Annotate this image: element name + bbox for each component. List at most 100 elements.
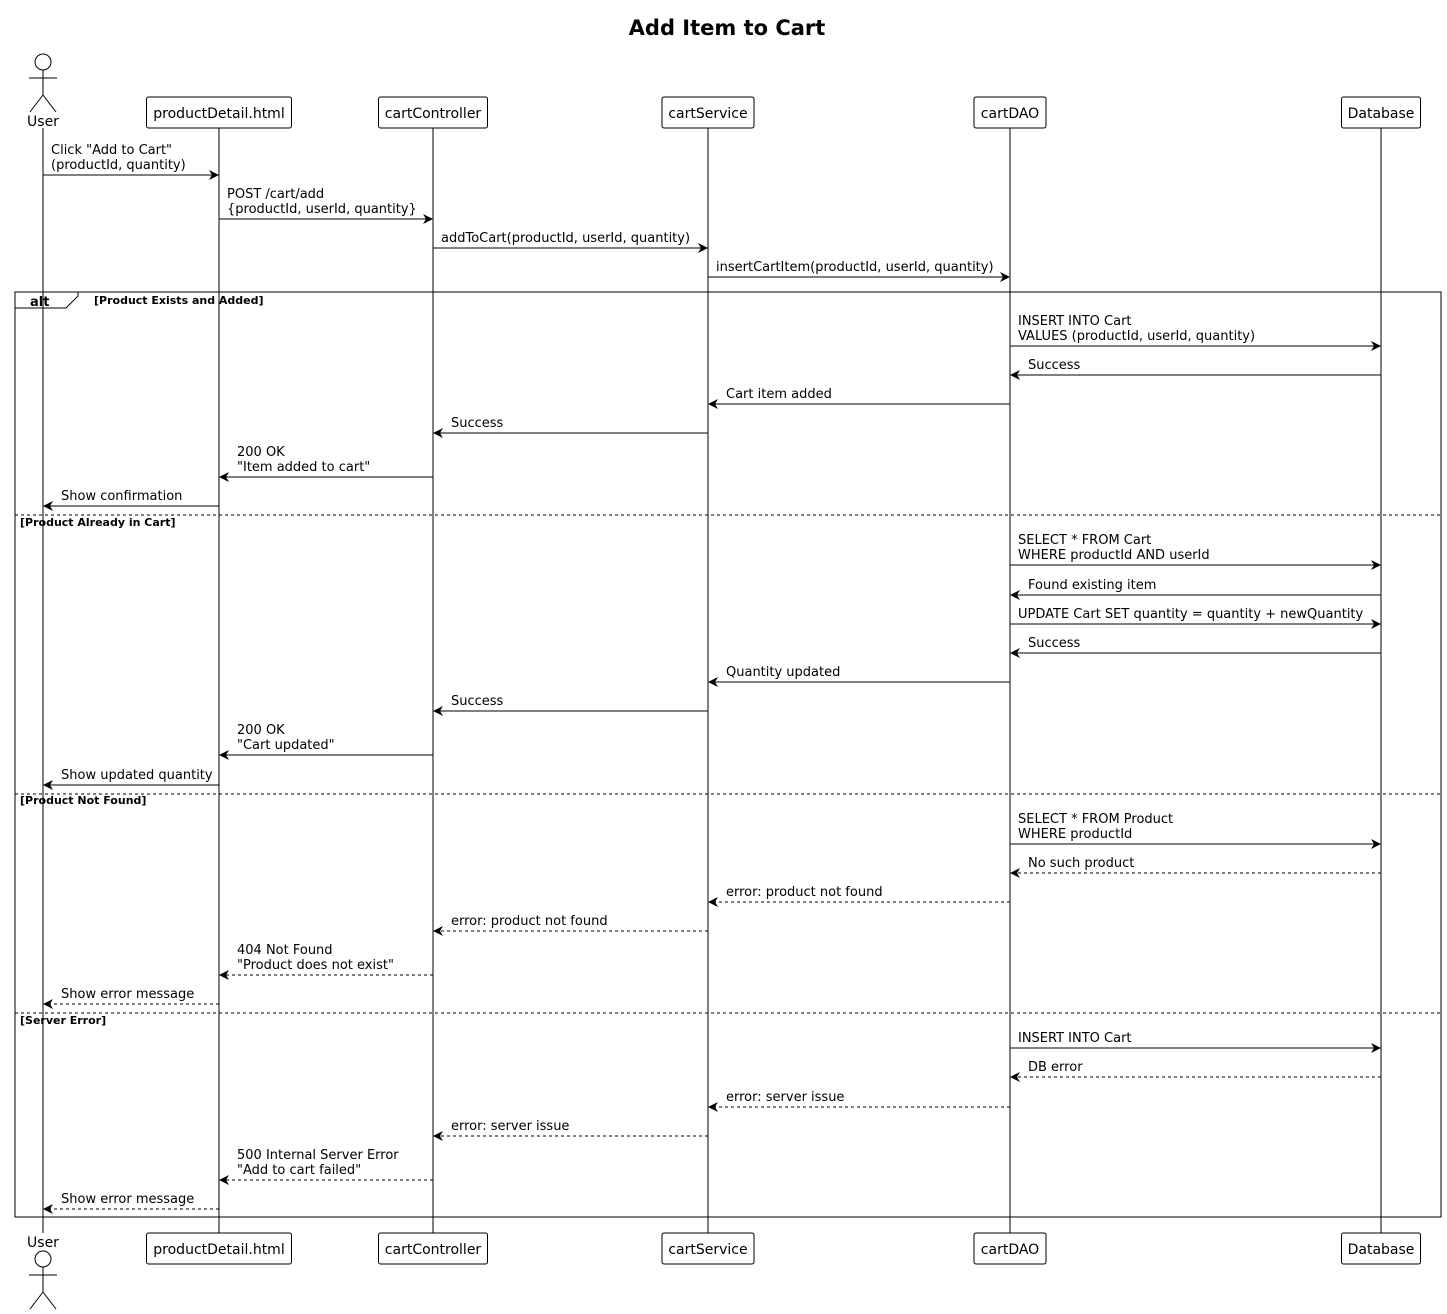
alt-guard: [Product Not Found] <box>20 794 146 807</box>
message-db-to-dao: Found existing item <box>1010 578 1381 600</box>
participant-page-top: productDetail.html <box>146 96 292 129</box>
participant-dao-bottom: cartDAO <box>973 1232 1047 1265</box>
actor-top: User <box>27 53 59 130</box>
message-label: Success <box>1028 636 1081 651</box>
participant-label: User <box>27 1235 59 1251</box>
message-label: VALUES (productId, userId, quantity) <box>1018 329 1255 344</box>
message-ctrl-to-page: 200 OK"Item added to cart" <box>219 445 433 482</box>
actor-bottom: User <box>27 1235 59 1310</box>
participant-label: cartDAO <box>981 106 1039 122</box>
participant-label: Database <box>1348 1242 1415 1258</box>
message-page-to-user: Show error message <box>43 987 219 1009</box>
participant-label: productDetail.html <box>153 1242 284 1258</box>
message-label: WHERE productId AND userId <box>1018 548 1210 563</box>
participant-label: User <box>27 114 59 130</box>
alt-guard: [Server Error] <box>20 1014 106 1027</box>
message-label: Show confirmation <box>61 489 182 504</box>
participant-label: productDetail.html <box>153 106 284 122</box>
alt-guard: [Product Already in Cart] <box>20 516 176 529</box>
participant-label: cartService <box>668 106 747 122</box>
message-label: INSERT INTO Cart <box>1018 1031 1132 1046</box>
alt-guard: [Product Exists and Added] <box>94 294 264 307</box>
participant-ctrl-top: cartController <box>378 96 488 129</box>
participant-db-bottom: Database <box>1341 1232 1421 1265</box>
message-label: Success <box>451 416 504 431</box>
message-label: 404 Not Found <box>237 943 333 958</box>
message-db-to-dao: No such product <box>1010 856 1381 878</box>
message-ctrl-to-page: 200 OK"Cart updated" <box>219 723 433 760</box>
participant-label: Database <box>1348 106 1415 122</box>
message-svc-to-ctrl: error: product not found <box>433 914 708 936</box>
lifelines <box>42 128 1382 1233</box>
message-label: SELECT * FROM Cart <box>1018 533 1151 548</box>
participants: UserUserproductDetail.htmlproductDetail.… <box>27 53 1421 1310</box>
message-label: "Product does not exist" <box>237 958 394 973</box>
message-page-to-user: Show error message <box>43 1192 219 1214</box>
message-label: error: server issue <box>726 1090 844 1105</box>
message-label: Show updated quantity <box>61 768 213 783</box>
message-ctrl-to-page: 404 Not Found"Product does not exist" <box>219 943 433 980</box>
message-ctrl-to-page: 500 Internal Server Error"Add to cart fa… <box>219 1148 433 1185</box>
participant-page-bottom: productDetail.html <box>146 1232 292 1265</box>
alt-frame-border <box>14 291 1442 1218</box>
diagram-title: Add Item to Cart <box>629 16 826 40</box>
message-label: Success <box>1028 358 1081 373</box>
message-label: 200 OK <box>237 723 285 738</box>
message-dao-to-db: INSERT INTO Cart <box>1010 1031 1381 1053</box>
message-dao-to-svc: Cart item added <box>708 387 1010 409</box>
message-page-to-user: Show updated quantity <box>43 768 219 790</box>
participant-label: cartController <box>385 106 482 122</box>
participant-db-top: Database <box>1341 96 1421 129</box>
message-label: Click "Add to Cart" <box>51 143 172 158</box>
message-label: Show error message <box>61 1192 194 1207</box>
alt-keyword-tab <box>15 292 79 309</box>
message-label: error: server issue <box>451 1119 569 1134</box>
participant-label: cartDAO <box>981 1242 1039 1258</box>
message-label: {productId, userId, quantity} <box>227 202 417 217</box>
participant-svc-top: cartService <box>661 96 755 129</box>
message-label: INSERT INTO Cart <box>1018 314 1132 329</box>
message-label: POST /cart/add <box>227 187 324 202</box>
message-svc-to-dao: insertCartItem(productId, userId, quanti… <box>708 260 1010 282</box>
message-label: No such product <box>1028 856 1134 871</box>
alt-keyword: alt <box>30 295 49 310</box>
message-label: Found existing item <box>1028 578 1156 593</box>
messages: Click "Add to Cart"(productId, quantity)… <box>43 143 1381 1214</box>
message-label: "Add to cart failed" <box>237 1163 361 1178</box>
message-label: 200 OK <box>237 445 285 460</box>
message-label: (productId, quantity) <box>51 158 186 173</box>
message-label: Quantity updated <box>726 665 840 680</box>
message-label: addToCart(productId, userId, quantity) <box>441 231 690 246</box>
message-dao-to-svc: Quantity updated <box>708 665 1010 687</box>
message-svc-to-ctrl: error: server issue <box>433 1119 708 1141</box>
message-label: error: product not found <box>726 885 883 900</box>
message-label: 500 Internal Server Error <box>237 1148 399 1163</box>
participant-ctrl-bottom: cartController <box>378 1232 488 1265</box>
message-page-to-ctrl: POST /cart/add{productId, userId, quanti… <box>219 187 433 224</box>
message-label: Success <box>451 694 504 709</box>
participant-label: cartService <box>668 1242 747 1258</box>
participant-svc-bottom: cartService <box>661 1232 755 1265</box>
message-db-to-dao: DB error <box>1010 1060 1381 1082</box>
message-label: WHERE productId <box>1018 827 1132 842</box>
alt-frame: alt [Product Exists and Added] [Product Al… <box>14 291 1442 1218</box>
message-label: Cart item added <box>726 387 832 402</box>
message-label: UPDATE Cart SET quantity = quantity + ne… <box>1018 607 1364 622</box>
message-user-to-page: Click "Add to Cart"(productId, quantity) <box>43 143 219 180</box>
participant-label: cartController <box>385 1242 482 1258</box>
message-label: "Item added to cart" <box>237 460 370 475</box>
message-label: DB error <box>1028 1060 1083 1075</box>
message-label: insertCartItem(productId, userId, quanti… <box>716 260 994 275</box>
message-db-to-dao: Success <box>1010 636 1381 658</box>
message-label: error: product not found <box>451 914 608 929</box>
message-page-to-user: Show confirmation <box>43 489 219 511</box>
message-db-to-dao: Success <box>1010 358 1381 380</box>
message-svc-to-ctrl: Success <box>433 694 708 716</box>
message-dao-to-db: UPDATE Cart SET quantity = quantity + ne… <box>1010 607 1381 629</box>
message-ctrl-to-svc: addToCart(productId, userId, quantity) <box>433 231 708 253</box>
message-label: Show error message <box>61 987 194 1002</box>
